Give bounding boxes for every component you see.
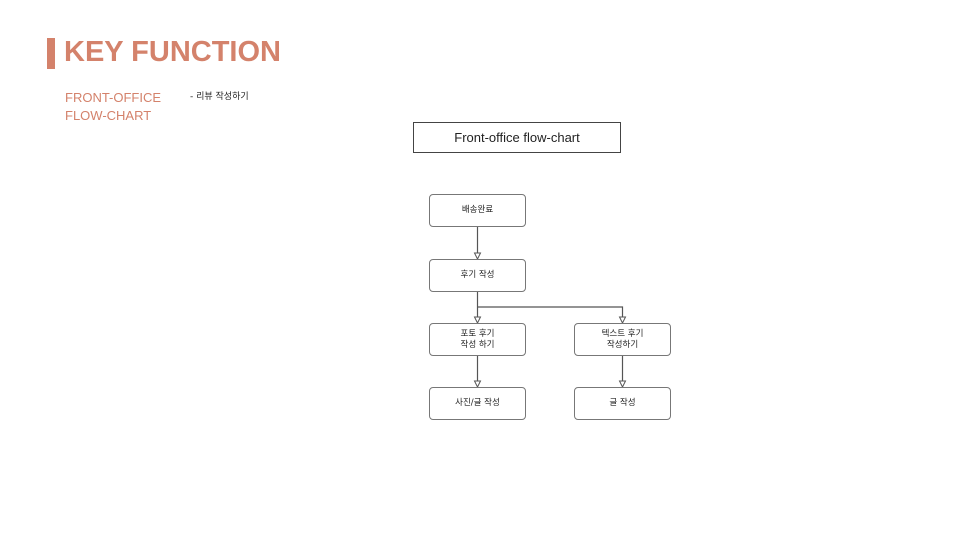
title-accent-bar	[47, 38, 55, 69]
arrowhead	[473, 380, 482, 389]
section-label: FRONT-OFFICE FLOW-CHART	[65, 89, 161, 125]
section-label-line1: FRONT-OFFICE	[65, 90, 162, 105]
flowchart-title: Front-office flow-chart	[413, 122, 621, 153]
node-write-review: 후기 작성	[429, 259, 526, 292]
connector-review-to-text	[477, 306, 624, 317]
arrowhead	[473, 252, 482, 261]
node-write-text: 글 작성	[574, 387, 671, 420]
node-delivery-complete: 배송완료	[429, 194, 526, 227]
node-text-review: 텍스트 후기 작성하기	[574, 323, 671, 356]
section-label-line2: FLOW-CHART	[65, 108, 152, 123]
arrowhead	[618, 316, 627, 325]
page-title: KEY FUNCTION	[64, 36, 281, 68]
arrowhead	[618, 380, 627, 389]
arrowhead	[473, 316, 482, 325]
subnote: - 리뷰 작성하기	[190, 92, 249, 102]
node-write-photo-text: 사진/글 작성	[429, 387, 526, 420]
node-photo-review: 포토 후기 작성 하기	[429, 323, 526, 356]
